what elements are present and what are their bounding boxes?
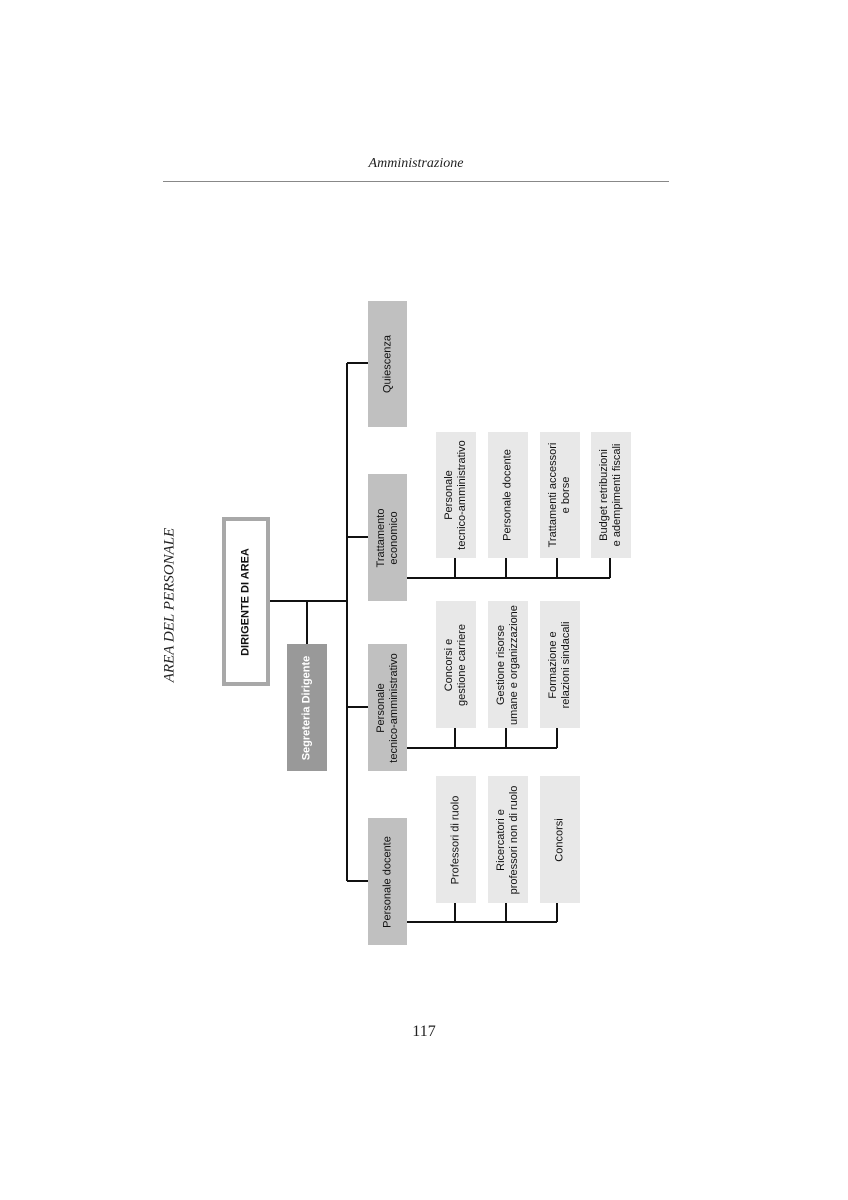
header-rule [163,181,669,182]
subunit-label: Personale docente [501,449,514,541]
subunit-label: Budget retribuzioni e adempimenti fiscal… [598,443,623,547]
page-number: 117 [412,1023,436,1040]
subunit-box: Professori di ruolo [436,776,476,903]
subunit-label: Gestione risorse umane e organizzazione [495,604,520,725]
subunit-box: Ricercatori e professori non di ruolo [488,776,528,903]
subunit-box: Budget retribuzioni e adempimenti fiscal… [591,432,631,558]
subunit-label: Concorsi [553,817,566,862]
subunit-box: Personale tecnico-amministrativo [436,432,476,558]
subunit-box: Gestione risorse umane e organizzazione [488,601,528,728]
unit-box: Personale tecnico-amministrativo [368,644,407,771]
connector-head [270,362,368,882]
head-label: DIRIGENTE DI AREA [239,547,252,656]
unit-box: Personale docente [368,818,407,945]
subunit-label: Ricercatori e professori non di ruolo [495,785,520,894]
staff-box: Segreteria Dirigente [287,644,327,771]
unit-label: Quiescenza [381,334,393,394]
subunit-box: Trattamenti accessori e borse [540,432,580,558]
subunit-label: Trattamenti accessori e borse [547,442,572,548]
connector-trattamento [407,558,611,579]
unit-label: Trattamento economico [374,508,400,567]
unit-label: Personale tecnico-amministrativo [374,652,400,763]
subunit-label: Formazione e relazioni sindacali [547,621,572,708]
subunit-label: Personale tecnico-amministrativo [443,440,468,550]
head-box: DIRIGENTE DI AREA [222,517,270,686]
connector-docente [407,903,558,923]
unit-box: Quiescenza [368,301,407,427]
subunit-box: Formazione e relazioni sindacali [540,601,580,728]
subunit-box: Concorsi [540,776,580,903]
subunit-label: Professori di ruolo [449,795,462,884]
unit-box: Trattamento economico [368,474,407,601]
connector-tecnico [407,728,558,749]
subunit-box: Concorsi e gestione carriere [436,601,476,728]
staff-label: Segreteria Dirigente [300,655,313,760]
subunit-box: Personale docente [488,432,528,558]
unit-label: Personale docente [381,835,393,928]
running-header: Amministrazione [368,156,464,171]
subunit-label: Concorsi e gestione carriere [443,623,468,706]
